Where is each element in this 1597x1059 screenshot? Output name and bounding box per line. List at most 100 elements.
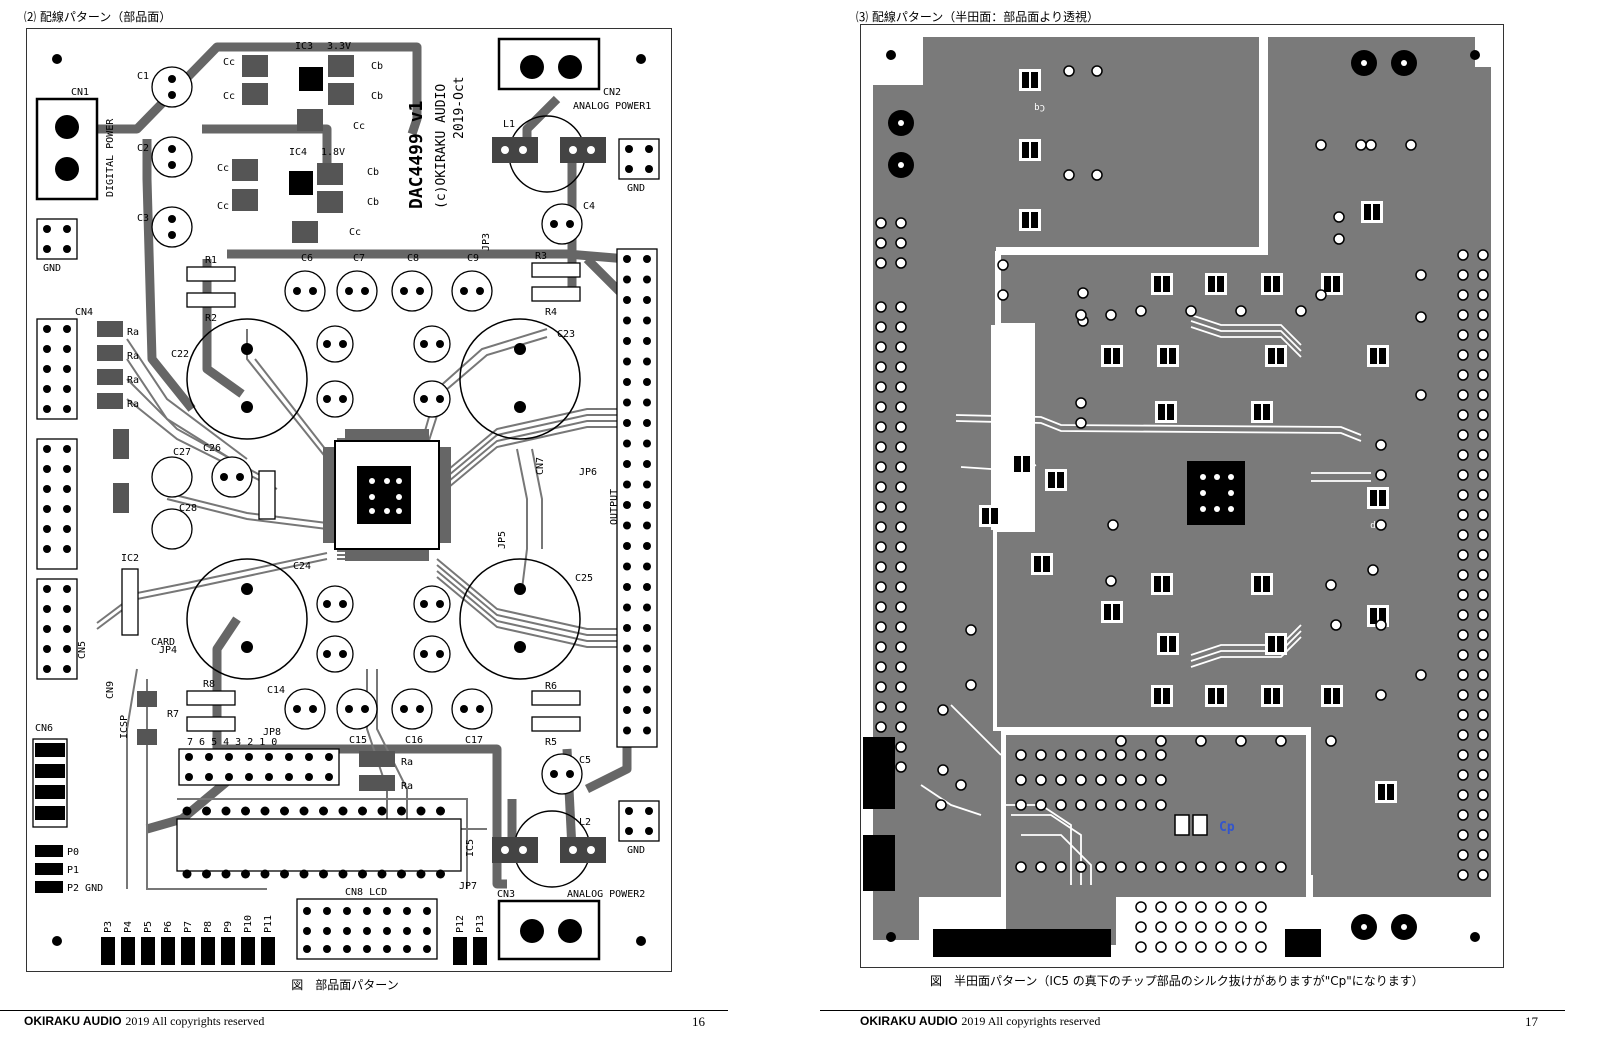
copper-pours [873,37,1491,945]
label-jp7: JP7 [459,881,477,892]
label-jp4: JP4 [159,645,177,656]
label-3v3: 3.3V [327,41,351,52]
label-p7: P7 [183,921,194,933]
label-c14: C14 [267,685,285,696]
label-cb-4: Cb [367,197,379,208]
label-c4: C4 [583,201,595,212]
label-cn3: CN3 [497,889,515,900]
label-p10: P10 [243,915,254,933]
label-p13: P13 [475,915,486,933]
label-p2gnd: P2 GND [67,883,103,894]
label-r4: R4 [545,307,557,318]
label-c1: C1 [137,71,149,82]
label-c17: C17 [465,735,483,746]
label-l1: L1 [503,119,515,130]
component-side-pcb-svg: DAC4499 v1 (c)OKIRAKU AUDIO 2019-Oct CN1… [32,37,660,965]
label-cb-1: Cb [371,61,383,72]
power-connectors [35,37,601,961]
label-ic5: IC5 [465,839,476,857]
label-l2: L2 [579,817,591,828]
label-cb-2: Cb [371,91,383,102]
label-p0: P0 [67,847,79,858]
label-ra-4: Ra [127,399,139,410]
label-c5: C5 [579,755,591,766]
label-c28: C28 [179,503,197,514]
label-p5: P5 [143,921,154,933]
label-ra-2: Ra [127,351,139,362]
resistors [121,262,581,732]
label-ra-3: Ra [127,375,139,386]
right-footer-rule [820,1010,1565,1011]
label-r2: R2 [205,313,217,324]
label-jp5: JP5 [497,531,508,549]
label-p11: P11 [263,915,274,933]
label-c24: C24 [293,561,311,572]
label-cc-1: Cc [223,57,235,68]
label-c9: C9 [467,253,479,264]
label-c22: C22 [171,349,189,360]
label-gnd-left: GND [43,263,61,274]
label-r1: R1 [205,255,217,266]
label-ra-1: Ra [127,327,139,338]
label-c7: C7 [353,253,365,264]
label-ra-5: Ra [401,757,413,768]
label-ic3: IC3 [295,41,313,52]
output-header-pins [623,255,651,735]
right-heading: ⑶ 配線パターン（半田面：部品面より透視） [856,10,1099,24]
label-ic2: IC2 [121,553,139,564]
ic5-dip [176,818,462,872]
label-card: CARD [151,637,175,648]
label-1v8: 1.8V [321,147,345,158]
left-heading: ⑵ 配線パターン（部品面） [24,10,172,24]
label-r6: R6 [545,681,557,692]
board-date: 2019-Oct [452,76,467,139]
label-r5: R5 [545,737,557,748]
qfp-thermal-pad [1187,461,1245,525]
right-footer-brand: OKIRAKU AUDIO [860,1014,958,1028]
left-page-number: 16 [692,1014,705,1029]
label-cn9: CN9 [105,681,116,699]
label-cn8: CN8 LCD [345,887,387,898]
label-cq: Cq [1034,102,1045,112]
label-c16: C16 [405,735,423,746]
mounting-holes [52,54,646,946]
label-p3: P3 [103,921,114,933]
right-caption: 図 半田面パターン（IC5 の真下のチップ部品のシルク抜けがありますが"Cp"に… [930,974,1424,988]
label-cp: Cp [1219,820,1235,835]
left-caption: 図 部品面パターン [291,978,399,992]
label-analog-power2: ANALOG POWER2 [567,889,645,900]
label-jp8: JP8 [263,727,281,738]
label-cc-3: Cc [353,121,365,132]
isolation-lines [993,37,1311,875]
label-cc-5: Cc [217,201,229,212]
label-cn6: CN6 [35,723,53,734]
inductor-pads [492,137,606,863]
label-p6: P6 [163,921,174,933]
right-page-number: 17 [1525,1014,1538,1029]
right-footer: OKIRAKU AUDIO 2019 All copyrights reserv… [860,1014,1100,1029]
label-c2: C2 [137,143,149,154]
label-gnd-right-bottom: GND [627,845,645,856]
label-p12: P12 [455,915,466,933]
label-c3: C3 [137,213,149,224]
label-cc-6: Cc [349,227,361,238]
label-c27: C27 [173,447,191,458]
board-maker: (c)OKIRAKU AUDIO [434,84,449,209]
solder-side-board: Cp Rp Cq [860,24,1504,968]
label-r8: R8 [203,679,215,690]
jp8-header [178,748,340,786]
left-page: ⑵ 配線パターン（部品面） [0,0,775,1059]
label-p8: P8 [203,921,214,933]
label-digital-power: DIGITAL POWER [105,118,116,197]
label-ra-6: Ra [401,781,413,792]
electrolytic-cap-pads [241,343,526,653]
label-cn2: CN2 [603,87,621,98]
left-footer-rule [0,1010,728,1011]
label-cc-2: Cc [223,91,235,102]
label-analog-power1: ANALOG POWER1 [573,101,651,112]
label-c6: C6 [301,253,313,264]
label-output: OUTPUT [609,489,620,525]
label-r3: R3 [535,251,547,262]
label-cn5: CN5 [77,641,88,659]
smd-pads [97,55,395,791]
